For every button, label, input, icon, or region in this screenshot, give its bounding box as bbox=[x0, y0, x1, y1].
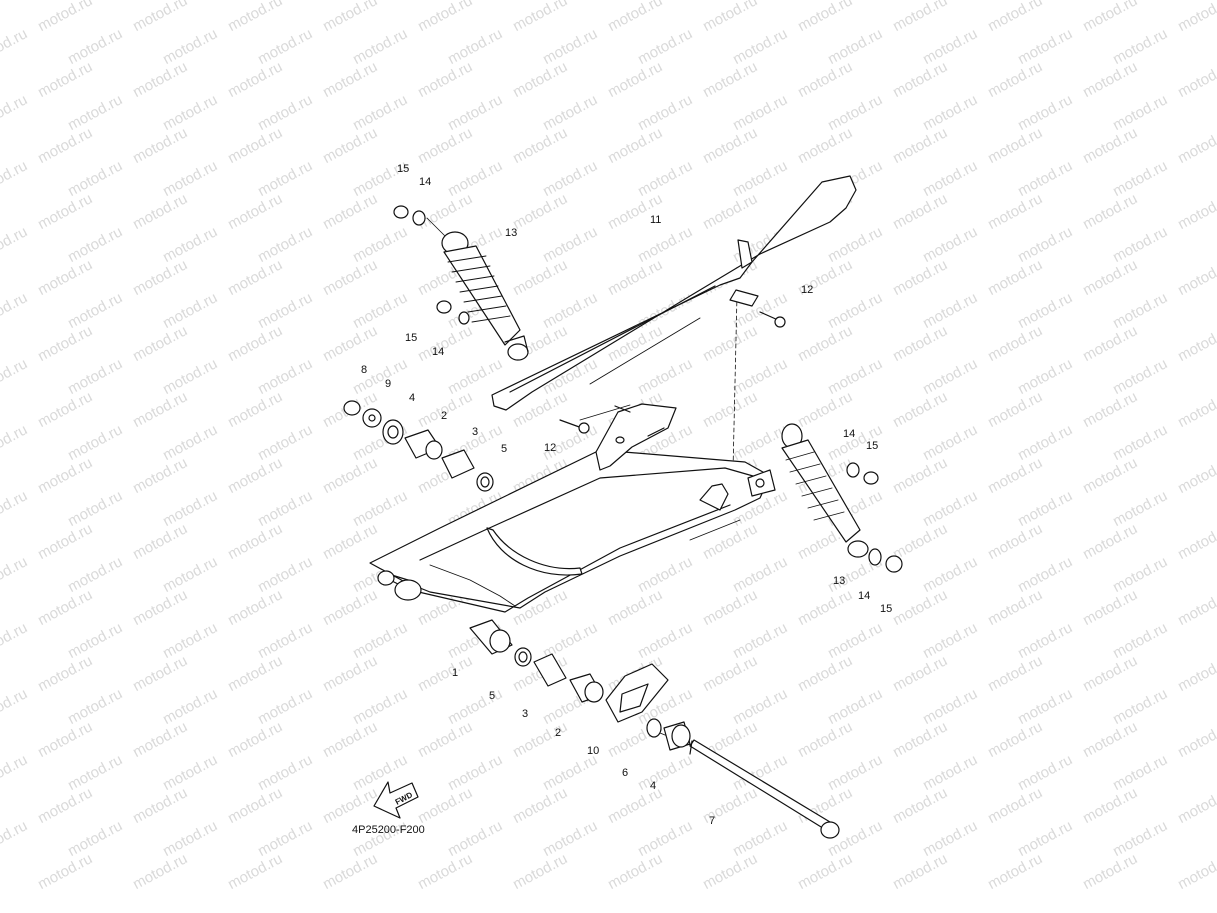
callout-5: 5 bbox=[501, 443, 508, 455]
callout-14: 14 bbox=[419, 176, 432, 188]
callout-8: 8 bbox=[361, 364, 368, 376]
callout-3: 3 bbox=[472, 426, 479, 438]
callout-1: 1 bbox=[452, 667, 459, 679]
callout-4: 4 bbox=[409, 392, 416, 404]
right-shock-absorber bbox=[782, 424, 902, 572]
callout-14: 14 bbox=[432, 346, 445, 358]
bolts bbox=[560, 312, 785, 433]
callout-3: 3 bbox=[522, 708, 529, 720]
callout-11: 11 bbox=[650, 214, 662, 226]
callout-2: 2 bbox=[555, 727, 562, 739]
diagram-part-code: 4P25200-F200 bbox=[352, 824, 425, 836]
callout-5: 5 bbox=[489, 690, 496, 702]
upper-bushings bbox=[344, 401, 493, 491]
lower-bushings bbox=[470, 620, 603, 702]
callout-10: 10 bbox=[587, 745, 600, 757]
axle-assembly bbox=[647, 719, 839, 838]
callout-7: 7 bbox=[709, 815, 716, 827]
callout-12: 12 bbox=[544, 442, 557, 454]
callout-9: 9 bbox=[385, 378, 392, 390]
callout-15: 15 bbox=[397, 163, 410, 175]
callout-13: 13 bbox=[833, 575, 846, 587]
callout-15: 15 bbox=[866, 440, 879, 452]
chain-puller bbox=[606, 664, 668, 722]
chain-case bbox=[492, 176, 856, 410]
swing-arm bbox=[370, 404, 775, 612]
callout-15: 15 bbox=[405, 332, 418, 344]
callout-12: 12 bbox=[801, 284, 814, 296]
left-shock-absorber bbox=[394, 206, 528, 360]
callout-14: 14 bbox=[843, 428, 856, 440]
callout-15: 15 bbox=[880, 603, 893, 615]
fwd-arrow bbox=[374, 782, 418, 818]
callout-14: 14 bbox=[858, 590, 871, 602]
callout-4: 4 bbox=[650, 780, 657, 792]
callout-6: 6 bbox=[622, 767, 629, 779]
callout-13: 13 bbox=[505, 227, 518, 239]
callout-2: 2 bbox=[441, 410, 448, 422]
